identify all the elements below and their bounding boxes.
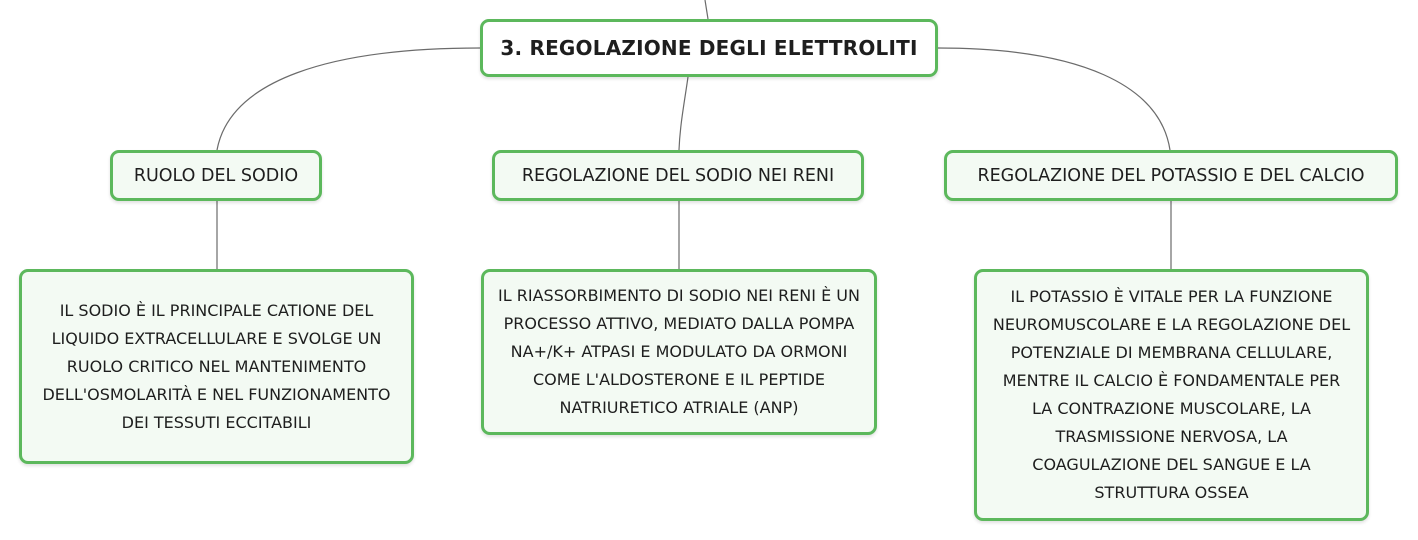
topic-label: REGOLAZIONE DEL SODIO NEI RENI: [521, 165, 835, 186]
topic-node-sodium-role[interactable]: RUOLO DEL SODIO: [110, 150, 322, 201]
connector-root-to-topic-sodium-role: [216, 47, 481, 151]
detail-text: IL POTASSIO È VITALE PER LA FUNZIONE NEU…: [992, 287, 1351, 502]
detail-node-kidney-sodium[interactable]: IL RIASSORBIMENTO DI SODIO NEI RENI È UN…: [481, 269, 877, 435]
topic-node-kidney-sodium[interactable]: REGOLAZIONE DEL SODIO NEI RENI: [492, 150, 864, 201]
detail-text: IL RIASSORBIMENTO DI SODIO NEI RENI È UN…: [498, 286, 860, 417]
topic-label: RUOLO DEL SODIO: [133, 165, 299, 186]
connector-root-to-topic-k-ca: [937, 47, 1171, 151]
root-title: 3. REGOLAZIONE DEGLI ELETTROLITI: [500, 36, 918, 60]
topic-node-potassium-calcium[interactable]: REGOLAZIONE DEL POTASSIO E DEL CALCIO: [944, 150, 1398, 201]
detail-node-sodium-role[interactable]: IL SODIO È IL PRINCIPALE CATIONE DEL LIQ…: [19, 269, 414, 464]
root-node[interactable]: 3. REGOLAZIONE DEGLI ELETTROLITI: [480, 19, 938, 77]
connector-root-to-topic-kidney: [678, 76, 689, 151]
detail-node-potassium-calcium[interactable]: IL POTASSIO È VITALE PER LA FUNZIONE NEU…: [974, 269, 1369, 521]
topic-label: REGOLAZIONE DEL POTASSIO E DEL CALCIO: [977, 165, 1365, 186]
detail-text: IL SODIO È IL PRINCIPALE CATIONE DEL LIQ…: [42, 300, 391, 432]
connector-parent-to-root: [704, 0, 709, 20]
